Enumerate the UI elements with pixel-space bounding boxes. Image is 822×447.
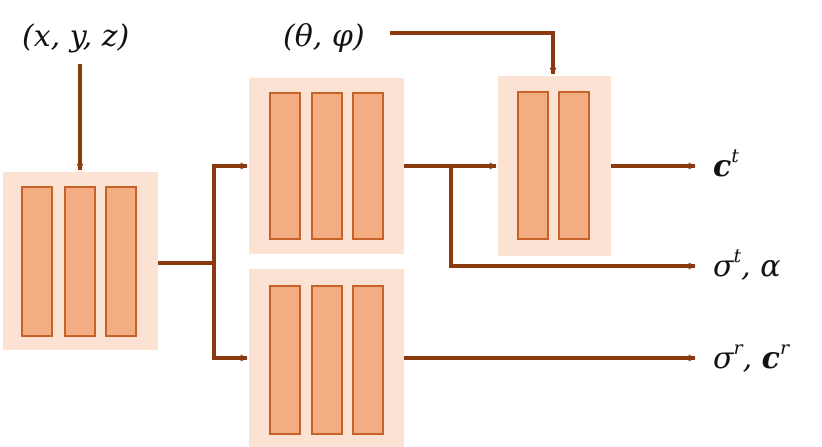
input-position-label: (x, y, z) [22,19,129,54]
trunk-mlp-block [3,172,158,350]
transmitted-layer-1 [269,92,301,240]
arrow-split-to-reflected [212,263,248,362]
reflected-layer-3 [352,285,384,435]
trunk-layer-2 [64,186,96,337]
trunk-layer-1 [21,186,53,337]
arrow-split-to-transmitted [212,162,248,263]
trunk-layer-3 [105,186,137,337]
input-direction-label: (θ, φ) [283,19,365,54]
reflected-layer-2 [311,285,343,435]
transmitted-layer-3 [352,92,384,240]
color-head-layer-2 [558,91,590,240]
reflected-mlp-block [249,269,404,447]
output-color-t-label: ct [713,145,739,184]
transmitted-layer-2 [311,92,343,240]
arrow-direction-to-color-head [390,31,557,75]
arrow-transmitted-to-sigma-alpha [449,166,696,270]
transmitted-mlp-block [249,78,404,254]
output-sigma-r-color-r-label: σr, cr [713,337,791,376]
output-sigma-t-alpha-label: σt, α [713,245,780,284]
color-head-layer-1 [517,91,549,240]
color-head-block [498,76,611,256]
reflected-layer-1 [269,285,301,435]
